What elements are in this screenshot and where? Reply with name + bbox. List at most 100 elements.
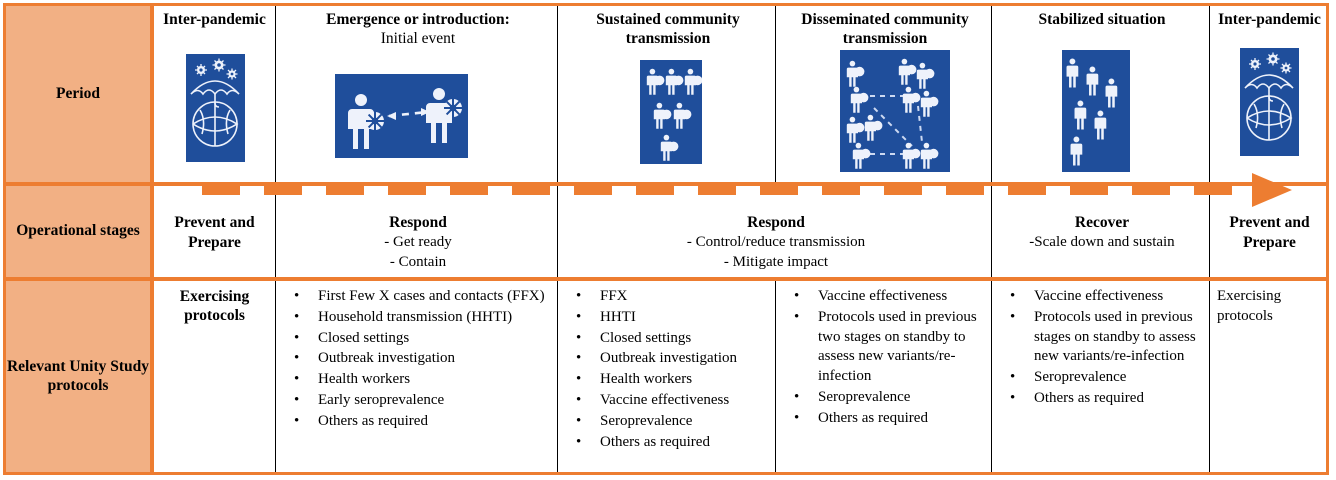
bullet-icon: •: [576, 391, 582, 408]
period-title-col3: Sustained community transmission: [561, 10, 775, 48]
list-item-label: Others as required: [1034, 389, 1144, 406]
protocols-col6-text: Exercising protocols: [1217, 288, 1282, 324]
list-item-label: Seroprevalence: [1034, 369, 1127, 386]
list-item: •Household transmission (HHTI): [282, 308, 554, 328]
protocols-list-col5: • Vaccine effectiveness • Protocols used i…: [998, 287, 1204, 410]
list-item: • FFX: [564, 287, 774, 307]
operational-detail-col5-1: -Scale down and sustain: [1029, 234, 1175, 251]
operational-stage-col2: Respond - Get ready - Contain: [279, 213, 557, 272]
col-divider-1-ops: [275, 186, 276, 277]
list-item-label: FFX: [600, 288, 628, 304]
list-item-label: Vaccine effectiveness: [600, 391, 730, 408]
period-title-col4-text: Disseminated community transmission: [801, 11, 969, 48]
list-item-label: First Few X cases and contacts (FFX): [318, 288, 545, 304]
bullet-icon: •: [794, 409, 800, 426]
operational-detail-respond-2: - Mitigate impact: [723, 253, 829, 270]
operational-stage-col6-text: Prevent and Prepare: [1229, 214, 1310, 252]
bullet-icon: •: [1010, 389, 1016, 406]
list-item: • Others as required: [564, 433, 774, 453]
list-item: • Early seroprevalence: [282, 391, 554, 411]
six-healthy-people-icon: [1062, 50, 1130, 172]
col-divider-label: [150, 6, 154, 472]
col-divider-5: [1209, 6, 1210, 182]
bullet-icon: •: [576, 433, 582, 450]
period-title-col6: Inter-pandemic: [1213, 10, 1326, 29]
bullet-icon: •: [576, 412, 582, 429]
operational-stage-respond-merged: Respond - Control/reduce transmission - …: [561, 213, 991, 272]
protocols-list-col4: • Vaccine effectiveness • Protocols used i…: [782, 287, 988, 430]
list-item: • Others as required: [782, 409, 988, 429]
list-item-label: Early seroprevalence: [318, 391, 445, 408]
row-label-protocols: Relevant Unity Study protocols: [6, 281, 150, 472]
arrow-head-right-icon: [1252, 173, 1292, 207]
bullet-icon: •: [294, 350, 300, 367]
list-item: • Vaccine effectiveness: [564, 391, 774, 411]
col-divider-2-ops: [557, 186, 558, 277]
infected-people-network-transmission-icon: [840, 50, 950, 172]
operational-stage-col5: Recover -Scale down and sustain: [995, 213, 1209, 253]
list-item: • Seroprevalence: [998, 368, 1204, 388]
list-item-label: Vaccine effectiveness: [1034, 288, 1164, 304]
protocols-list-col3: •FFX •HHTI •Closed settings •Outbreak in…: [564, 287, 774, 453]
period-title-col4: Disseminated community transmission: [779, 10, 991, 48]
bullet-icon: •: [794, 288, 800, 304]
bullet-icon: •: [1010, 369, 1016, 386]
list-item-label: Health workers: [600, 371, 693, 388]
bullet-icon: •: [794, 388, 800, 405]
protocols-col1: Exercising protocols: [154, 287, 275, 326]
col-divider-5-proto: [1209, 281, 1210, 472]
bullet-icon: •: [1010, 308, 1016, 325]
list-item: •Seroprevalence: [564, 412, 774, 432]
list-item-label: Seroprevalence: [818, 388, 911, 405]
row-divider-period-thin-left: [6, 182, 150, 186]
operational-detail-col2-2: - Contain: [389, 253, 447, 270]
col-divider-3: [775, 6, 776, 182]
row-label-protocols-text: Relevant Unity Study protocols: [6, 357, 150, 394]
list-item-label: Protocols used in previous stages on sta…: [1034, 308, 1196, 365]
col-divider-4: [991, 6, 992, 182]
protocols-col6: Exercising protocols: [1217, 287, 1317, 327]
row-divider-operational: [6, 277, 1326, 281]
list-item-label: Others as required: [600, 433, 710, 450]
list-item-label: Others as required: [318, 412, 428, 429]
list-item: •First Few X cases and contacts (FFX): [282, 287, 554, 307]
list-item-label: Others as required: [818, 409, 928, 426]
operational-stage-col6: Prevent and Prepare: [1213, 213, 1326, 253]
row-label-operational: Operational stages: [6, 186, 150, 277]
col-divider-5-ops: [1209, 186, 1210, 277]
orange-dashed-progress-arrow: [202, 186, 1258, 195]
list-item: • Protocols used in previous two stages o…: [782, 308, 988, 387]
list-item: • Health workers: [564, 370, 774, 390]
operational-stage-col1-text: Prevent and Prepare: [174, 214, 255, 252]
period-title-col3-text: Sustained community transmission: [596, 11, 740, 48]
bullet-icon: •: [294, 391, 300, 408]
col-divider-4-proto: [991, 281, 992, 472]
operational-detail-respond-1: - Control/reduce transmission: [686, 234, 866, 251]
bullet-icon: •: [794, 308, 800, 325]
protocols-list-col2: •First Few X cases and contacts (FFX) •H…: [282, 287, 554, 433]
period-title-col6-text: Inter-pandemic: [1218, 11, 1321, 28]
list-item-label: Household transmission (HHTI): [318, 308, 513, 325]
six-infected-people-cluster-icon: [640, 60, 702, 164]
period-title-col2: Emergence or introduction: Initial event: [279, 10, 557, 48]
bullet-icon: •: [576, 371, 582, 388]
bullet-icon: •: [1010, 288, 1016, 304]
list-item: • Vaccine effectiveness: [998, 287, 1204, 307]
list-item-label: Health workers: [318, 371, 411, 388]
bullet-icon: •: [576, 288, 582, 304]
list-item-label: Outbreak investigation: [318, 350, 456, 367]
col-divider-4-ops: [991, 186, 992, 277]
list-item-label: Protocols used in previous two stages on…: [818, 308, 977, 385]
period-subtitle-col2-text: Initial event: [380, 30, 456, 48]
list-item: • Protocols used in previous stages on st…: [998, 308, 1204, 367]
bullet-icon: •: [294, 412, 300, 429]
operational-detail-col2-1: - Get ready: [384, 234, 452, 251]
umbrella-over-globe-with-virus-icon-end: [1240, 48, 1299, 156]
list-item-label: Closed settings: [600, 329, 692, 346]
list-item-label: Vaccine effectiveness: [818, 288, 948, 304]
list-item-label: Outbreak investigation: [600, 350, 738, 367]
period-title-col5-text: Stabilized situation: [1038, 11, 1166, 28]
period-title-col1-text: Inter-pandemic: [163, 11, 266, 28]
list-item: • Others as required: [998, 389, 1204, 409]
operational-stage-respond-merged-title: Respond: [747, 214, 805, 231]
